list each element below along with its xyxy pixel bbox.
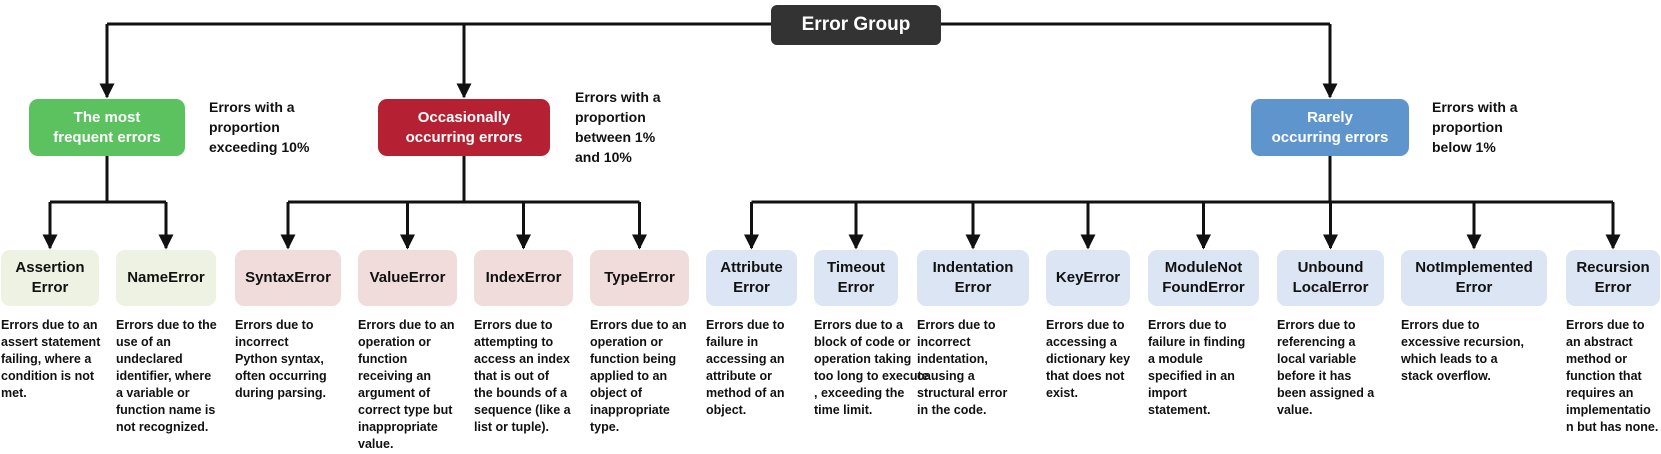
error-description: Errors due to incorrect indentation, cau… [917,318,1008,417]
error-node: Timeout Error [814,250,898,306]
error-node: Unbound LocalError [1277,250,1384,306]
error-description: Errors due to referencing a local variab… [1277,318,1375,417]
error-description: Errors due to failure in finding a modul… [1148,318,1246,417]
root-label: Error Group [801,14,911,35]
error-name: TypeError [604,269,675,286]
error-description: Errors due to an abstract method or func… [1566,318,1659,434]
error-node: KeyError [1046,250,1130,306]
error-description: Errors due to incorrect Python syntax, o… [235,318,327,400]
error-description: Errors due to excessive recursion, which… [1401,318,1524,383]
category-note-occasional: Errors with a proportion between 1% and … [575,89,661,165]
error-name: SyntaxError [245,269,331,286]
error-node: ValueError [358,250,457,306]
error-name: Attribute Error [720,259,783,296]
error-description: Errors due to the use of an undeclared i… [116,318,217,434]
error-name: Indentation Error [932,259,1014,296]
error-name: IndexError [485,269,562,286]
category-note-rare: Errors with a proportion below 1% [1432,99,1518,155]
error-node: SyntaxError [235,250,341,306]
error-name: KeyError [1055,269,1121,286]
error-node: ModuleNot FoundError [1148,250,1259,306]
category-note-frequent: Errors with a proportion exceeding 10% [209,99,310,155]
error-node: NameError [116,250,216,306]
error-description: Errors due to failure in accessing an at… [706,318,785,417]
error-node: NotImplemented Error [1401,250,1547,306]
error-node: Indentation Error [917,250,1029,306]
error-name: Assertion Error [15,259,85,296]
error-node: Recursion Error [1566,250,1660,306]
root-node: Error Group [771,5,941,45]
category-label: Rarely occurring errors [1271,108,1389,146]
error-name: NotImplemented Error [1415,259,1533,296]
error-description: Errors due to an operation or function r… [358,318,455,451]
error-name: Timeout Error [826,259,886,296]
error-node: IndexError [474,250,573,306]
category-label: The most frequent errors [53,108,161,146]
error-description: Errors due to attempting to access an in… [474,318,571,434]
error-description: Errors due to an operation or function b… [590,318,687,434]
category-rare: Rarely occurring errors [1251,99,1409,156]
error-name: ValueError [369,269,446,286]
error-name: Recursion Error [1576,259,1650,296]
error-name: ModuleNot FoundError [1162,259,1245,296]
error-name: Unbound LocalError [1292,259,1369,296]
error-node: Attribute Error [706,250,797,306]
category-occasional: Occasionally occurring errors [378,99,550,156]
error-node: TypeError [590,250,689,306]
error-name: NameError [127,269,205,286]
error-description: Errors due to an assert statement failin… [1,318,101,400]
category-frequent: The most frequent errors [29,99,185,156]
error-node: Assertion Error [1,250,99,306]
category-label: Occasionally occurring errors [405,108,523,146]
error-description: Errors due to accessing a dictionary key… [1046,318,1131,400]
error-description: Errors due to a block of code or operati… [814,318,929,417]
